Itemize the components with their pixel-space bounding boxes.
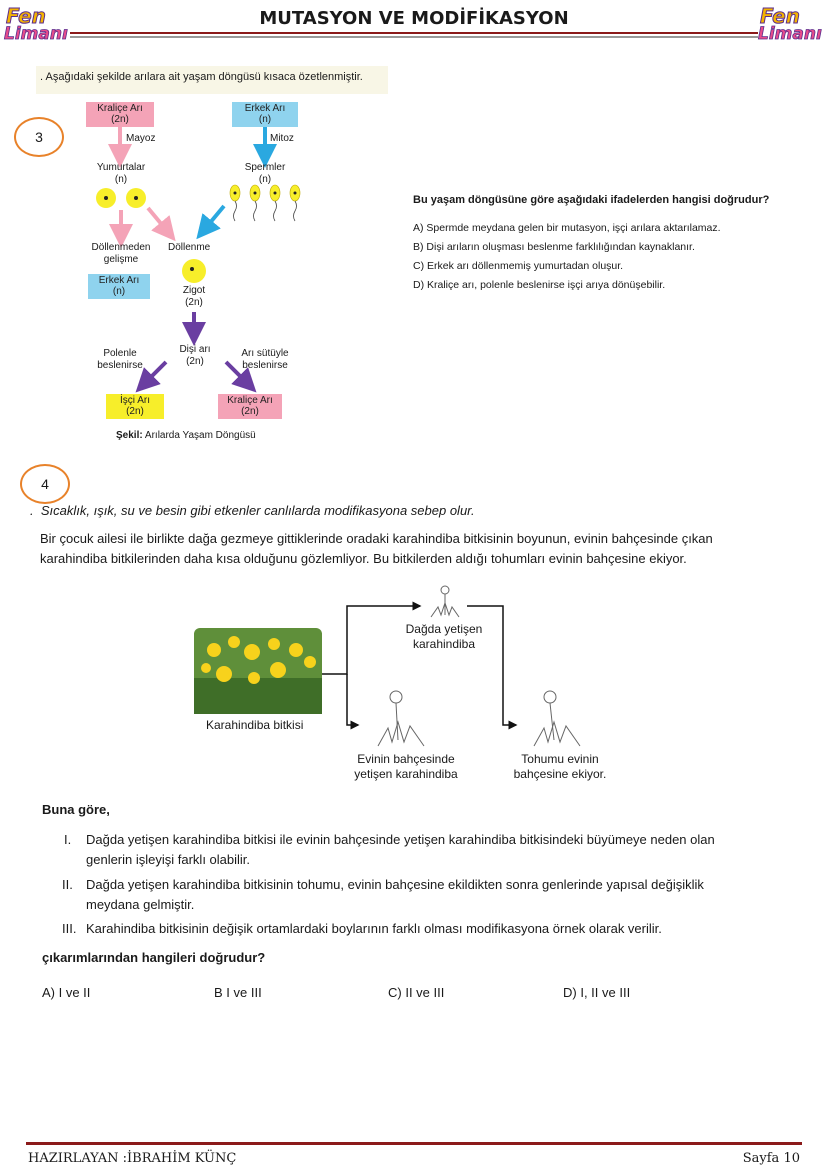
intro-highlight: [36, 66, 388, 94]
label-royal-jelly-fed: Arı sütüyle beslenirse: [241, 348, 289, 371]
statement-3-number: III.: [62, 921, 77, 936]
fen-limani-logo-left: Fen Limanı: [4, 4, 69, 45]
label-mountain-dandelion: Dağda yetişen karahindiba: [405, 622, 483, 651]
question-4-stem: çıkarımlarından hangileri doğrudur?: [42, 950, 266, 965]
page-title: MUTASYON VE MODİFİKASYON: [259, 8, 569, 29]
label-fertilization: Döllenme: [168, 242, 211, 253]
label-mitoz: Mitoz: [270, 133, 294, 144]
question-number-3: 3: [14, 117, 64, 157]
statement-2-line-1: Dağda yetişen karahindiba bitkisinin toh…: [86, 877, 704, 892]
header-rule: [70, 32, 758, 34]
option-3c[interactable]: C) Erkek arı döllenmemiş yumurtadan oluş…: [413, 260, 624, 272]
dandelion-sown-icon: [533, 690, 581, 747]
option-3d[interactable]: D) Kraliçe arı, polenle beslenirse işçi …: [413, 279, 666, 291]
question-number-4: 4: [20, 464, 70, 504]
option-4d[interactable]: D) I, II ve III: [563, 985, 631, 1000]
worker-bee-box: İşçi Arı (2n): [106, 394, 164, 419]
option-3b[interactable]: B) Dişi arıların oluşması beslenme farkl…: [413, 241, 695, 253]
label-parthenogenesis: Döllenmeden gelişme: [91, 242, 151, 265]
label-sperms: Spermler (n): [244, 162, 286, 185]
sperm-icons: [229, 184, 301, 222]
dandelion-garden-icon: [377, 690, 425, 747]
buna-gore: Buna göre,: [42, 802, 110, 817]
drone-bee-box-top: Erkek Arı (n): [232, 102, 298, 127]
drone-bee-box-result: Erkek Arı (n): [88, 274, 150, 299]
question-4-paragraph-line-1: Bir çocuk ailesi ile birlikte dağa gezme…: [40, 531, 713, 546]
zygote-icon: [182, 259, 206, 283]
statement-1-number: I.: [64, 832, 72, 847]
fen-limani-logo-right: Fen Limanı: [758, 4, 823, 45]
queen-bee-box-bottom: Kraliçe Arı (2n): [218, 394, 282, 419]
statement-2-number: II.: [62, 877, 73, 892]
label-dandelion-plant: Karahindiba bitkisi: [206, 718, 304, 732]
label-garden-dandelion: Evinin bahçesinde yetişen karahindiba: [354, 752, 458, 781]
statement-2-line-2: meydana gelmiştir.: [86, 897, 195, 912]
footer-page-number: Sayfa 10: [742, 1151, 800, 1166]
footer-author: HAZIRLAYAN :İBRAHİM KÜNÇ: [28, 1151, 237, 1166]
label-mayoz: Mayoz: [126, 133, 156, 144]
egg-icon: [96, 188, 116, 208]
statement-1-line-2: genlerin işleyişi farklı olabilir.: [86, 852, 251, 867]
option-4c[interactable]: C) II ve III: [388, 985, 445, 1000]
dandelion-photo: [194, 628, 322, 714]
dandelion-flow-arrows: [322, 601, 518, 730]
header-rule-secondary: [70, 36, 758, 38]
statement-1-line-1: Dağda yetişen karahindiba bitkisi ile ev…: [86, 832, 715, 847]
label-sow-seeds: Tohumu evinin bahçesine ekiyor.: [513, 752, 607, 781]
dandelion-mountain-icon: [430, 585, 460, 618]
bee-cycle-arrows: [108, 126, 277, 393]
egg-icon: [126, 188, 146, 208]
label-eggs: Yumurtalar (n): [96, 162, 146, 185]
footer-rule: [26, 1142, 802, 1145]
label-female-bee: Dişi arı (2n): [179, 344, 211, 367]
option-4a[interactable]: A) I ve II: [42, 985, 91, 1000]
option-3a[interactable]: A) Spermde meydana gelen bir mutasyon, i…: [413, 222, 721, 234]
label-zygote: Zigot (2n): [182, 285, 206, 308]
question-3-intro: . Aşağıdaki şekilde arılara ait yaşam dö…: [40, 71, 363, 83]
option-4b[interactable]: B I ve III: [214, 985, 262, 1000]
figure-caption: Şekil: Arılarda Yaşam Döngüsü: [116, 430, 256, 441]
label-pollen-fed: Polenle beslenirse: [97, 348, 143, 371]
question-4-paragraph-line-2: karahindiba bitkilerinden daha kısa oldu…: [40, 551, 687, 566]
question-3-stem: Bu yaşam döngüsüne göre aşağıdaki ifadel…: [413, 194, 770, 206]
question-4-lead: . Sıcaklık, ışık, su ve besin gibi etken…: [30, 503, 475, 518]
statement-3-line-1: Karahindiba bitkisinin değişik ortamlard…: [86, 921, 662, 936]
queen-bee-box-top: Kraliçe Arı (2n): [86, 102, 154, 127]
